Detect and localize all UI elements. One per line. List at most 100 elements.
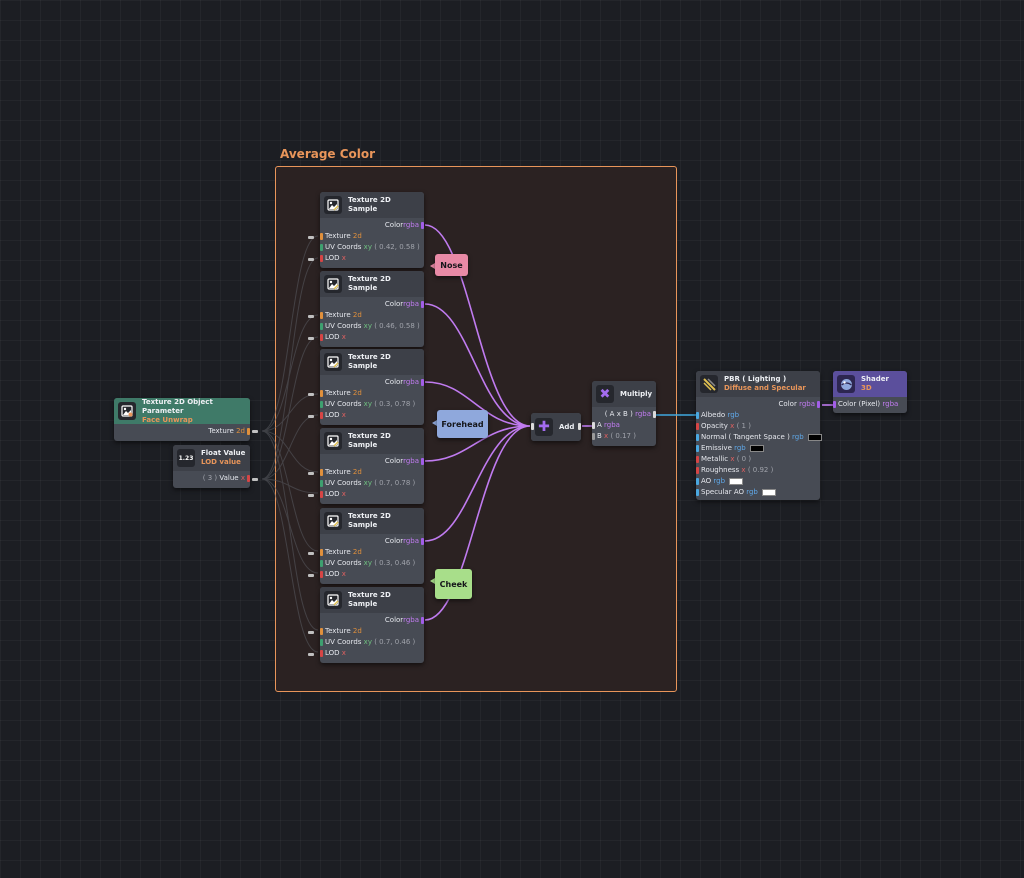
output-pin[interactable] [421,222,424,229]
texture-sample-node-1[interactable]: Texture 2D Sample Colorrgba Texture 2d U… [320,192,424,268]
input-pin[interactable] [531,423,534,430]
input-pin[interactable] [696,467,699,474]
input-pin[interactable] [320,412,323,419]
input-pin[interactable] [320,334,323,341]
input-pin[interactable] [592,422,595,429]
input-pin[interactable] [320,469,323,476]
input-pin[interactable] [592,433,595,440]
float-value-node[interactable]: 1.23 Float Value LOD value ( 3 ) Value x [173,445,250,488]
input-port-uv[interactable]: UV Coords xy ( 0.3, 0.46 ) [320,558,424,569]
output-port-color[interactable]: Colorrgba [320,456,424,467]
input-port-lod[interactable]: LOD x [320,410,424,421]
input-port-lod[interactable]: LOD x [320,253,424,264]
input-pin[interactable] [833,401,836,408]
output-port-color[interactable]: Colorrgba [320,615,424,626]
texture-sample-node-3[interactable]: Texture 2D Sample Colorrgba Texture 2d U… [320,349,424,425]
input-port-lod[interactable]: LOD x [320,569,424,580]
input-pin[interactable] [320,312,323,319]
input-pin[interactable] [320,639,323,646]
output-pin[interactable] [421,379,424,386]
input-pin[interactable] [320,233,323,240]
input-port-lod[interactable]: LOD x [320,332,424,343]
input-port-texture[interactable]: Texture 2d [320,467,424,478]
group-title[interactable]: Average Color [280,147,376,161]
pbr-input-ao[interactable]: AO rgb [696,476,820,487]
output-pin[interactable] [421,301,424,308]
pbr-lighting-node[interactable]: PBR ( Lighting ) Diffuse and Specular Co… [696,371,822,500]
input-pin[interactable] [320,571,323,578]
output-port-color[interactable]: Colorrgba [320,377,424,388]
input-pin[interactable] [696,423,699,430]
reroute-label-nose[interactable]: Nose [435,254,468,276]
output-pin[interactable] [421,617,424,624]
input-port-uv[interactable]: UV Coords xy ( 0.7, 0.78 ) [320,478,424,489]
output-pin[interactable] [421,458,424,465]
input-port-uv[interactable]: UV Coords xy ( 0.42, 0.58 ) [320,242,424,253]
pbr-input-normal-tangent-space[interactable]: Normal ( Tangent Space ) rgb [696,432,822,443]
color-swatch[interactable] [750,444,764,452]
input-port-b[interactable]: B x ( 0.17 ) [592,431,656,442]
input-pin[interactable] [320,255,323,262]
input-port-a[interactable]: A rgba [592,420,656,431]
output-port-product[interactable]: ( A x B ) rgba [592,409,656,420]
color-swatch[interactable] [762,488,777,496]
output-pin[interactable] [421,538,424,545]
input-port-lod[interactable]: LOD x [320,489,424,500]
output-pin[interactable] [578,423,581,430]
texture-object-parameter-node[interactable]: Texture 2D Object Parameter Face Unwrap … [114,398,250,441]
input-pin[interactable] [320,549,323,556]
input-port-uv[interactable]: UV Coords xy ( 0.7, 0.46 ) [320,637,424,648]
input-pin[interactable] [320,390,323,397]
color-swatch[interactable] [807,433,822,441]
input-port-pixel-color[interactable]: Color (Pixel) rgba [833,399,907,410]
color-swatch[interactable] [729,477,744,485]
texture-sample-node-6[interactable]: Texture 2D Sample Colorrgba Texture 2d U… [320,587,424,663]
pbr-input-metallic[interactable]: Metallic x ( 0 ) [696,454,820,465]
input-pin[interactable] [696,489,699,496]
shader-node[interactable]: Shader 3D Color (Pixel) rgba [833,371,907,413]
texture-sample-node-2[interactable]: Texture 2D Sample Colorrgba Texture 2d U… [320,271,424,347]
pbr-input-opacity[interactable]: Opacity x ( 1 ) [696,421,820,432]
pbr-input-specular-ao[interactable]: Specular AO rgb [696,487,820,498]
input-port-texture[interactable]: Texture 2d [320,388,424,399]
input-pin[interactable] [696,434,699,441]
output-port-texture[interactable]: Texture 2d [114,426,250,437]
pbr-input-roughness[interactable]: Roughness x ( 0.92 ) [696,465,820,476]
input-pin[interactable] [320,480,323,487]
texture-sample-node-4[interactable]: Texture 2D Sample Colorrgba Texture 2d U… [320,428,424,504]
output-port-value[interactable]: ( 3 ) Value x [173,473,250,484]
add-node[interactable]: ✚ Add [531,413,581,441]
input-pin[interactable] [320,244,323,251]
input-port-texture[interactable]: Texture 2d [320,310,424,321]
output-pin[interactable] [653,411,656,418]
pbr-input-albedo[interactable]: Albedo rgb [696,410,820,421]
output-port-color[interactable]: Colorrgba [320,536,424,547]
output-pin[interactable] [247,475,250,482]
input-port-lod[interactable]: LOD x [320,648,424,659]
output-port-color[interactable]: Colorrgba [320,299,424,310]
input-pin[interactable] [320,628,323,635]
input-pin[interactable] [696,445,699,452]
output-port-color[interactable]: Colorrgba [320,220,424,231]
output-port-color[interactable]: Color rgba [696,399,820,410]
multiply-node[interactable]: ✖ Multiply ( A x B ) rgba A rgba B x ( 0… [592,381,656,446]
texture-sample-node-5[interactable]: Texture 2D Sample Colorrgba Texture 2d U… [320,508,424,584]
input-port-uv[interactable]: UV Coords xy ( 0.46, 0.58 ) [320,321,424,332]
input-port-texture[interactable]: Texture 2d [320,626,424,637]
output-pin[interactable] [247,428,250,435]
pbr-input-emissive[interactable]: Emissive rgb [696,443,820,454]
input-pin[interactable] [320,323,323,330]
input-pin[interactable] [696,412,699,419]
input-port-texture[interactable]: Texture 2d [320,547,424,558]
input-pin[interactable] [320,650,323,657]
input-pin[interactable] [696,478,699,485]
reroute-label-forehead[interactable]: Forehead [437,410,488,438]
reroute-label-cheek[interactable]: Cheek [435,569,472,599]
input-pin[interactable] [696,456,699,463]
input-pin[interactable] [320,401,323,408]
input-port-uv[interactable]: UV Coords xy ( 0.3, 0.78 ) [320,399,424,410]
input-port-texture[interactable]: Texture 2d [320,231,424,242]
input-pin[interactable] [320,560,323,567]
input-pin[interactable] [320,491,323,498]
